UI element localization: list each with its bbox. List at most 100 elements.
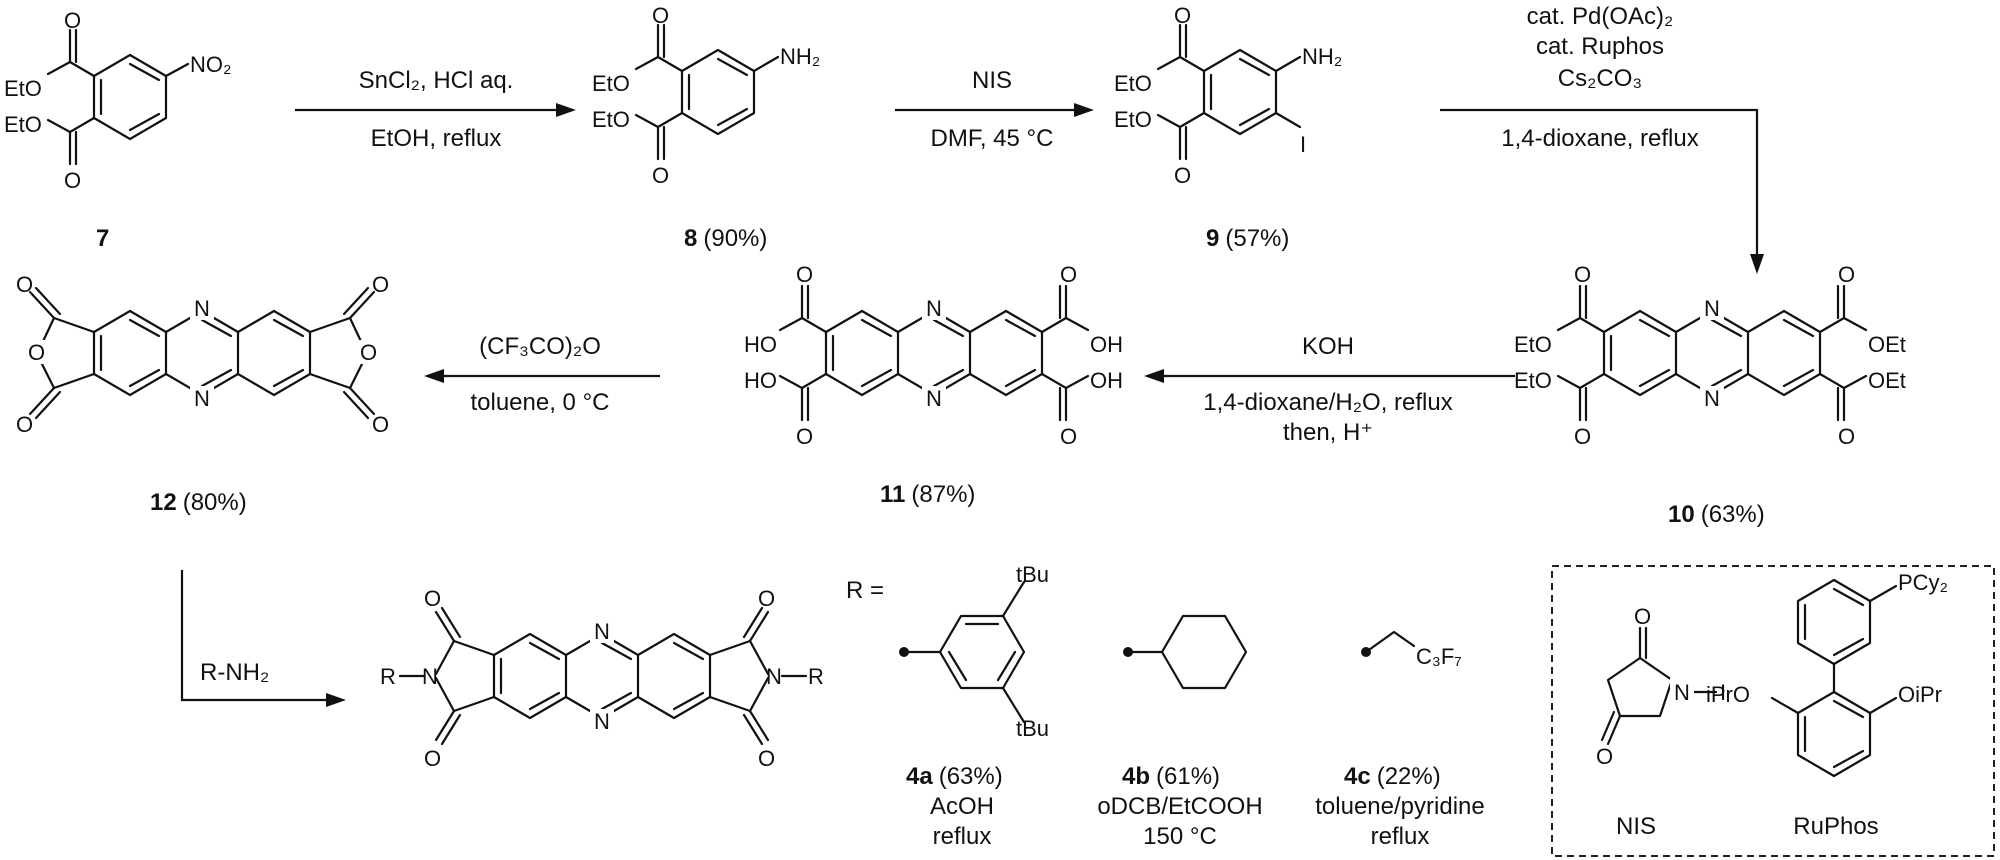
atom-nitrogen: N (194, 386, 210, 411)
compound-yield: (90%) (703, 225, 767, 252)
atom-nh2: NH₂ (780, 44, 820, 69)
atom-o: O (1838, 424, 1855, 449)
step5-conditions: toluene, 0 °C (470, 389, 609, 416)
substituent-4c: C₃F₇ 4c(22%) toluene/pyridine reflux (1315, 630, 1485, 850)
step4-conditions: 1,4-dioxane/H₂O, reflux (1203, 389, 1452, 416)
reagent-ruphos-name: RuPhos (1793, 813, 1878, 840)
atom-nitrogen: N (422, 664, 438, 689)
atom-o: O (64, 168, 81, 193)
atom-oh: OH (1090, 368, 1123, 393)
substituent-4a: tBu tBu 4a(63%) AcOH reflux (899, 562, 1049, 850)
compound-8: O EtO EtO O NH₂ 8(90%) (592, 3, 820, 252)
atom-o: O (1060, 424, 1077, 449)
step6-reagent: R-NH₂ (200, 659, 269, 686)
step2-reagent: NIS (972, 67, 1012, 94)
reaction-arrow-step3: cat. Pd(OAc)₂ cat. Ruphos Cs₂CO₃ 1,4-dio… (1440, 3, 1764, 274)
compound-diimide-product: N N N N R R O O O O (380, 586, 824, 771)
step3-conditions: 1,4-dioxane, reflux (1501, 125, 1698, 152)
atom-nitrogen: N (926, 296, 942, 321)
compound-12: N N O O O O O O 12(80%) (16, 272, 389, 516)
atom-r: R (380, 664, 396, 689)
atom-nitrogen: N (594, 619, 610, 644)
reaction-arrow-step5: (CF₃CO)₂O toluene, 0 °C (424, 333, 660, 416)
atom-nitrogen: N (766, 664, 782, 689)
atom-eto: EtO (4, 76, 42, 101)
step3-catalyst: cat. Pd(OAc)₂ (1527, 3, 1674, 30)
r-group-definition: R = (846, 577, 884, 604)
atom-o: O (372, 272, 389, 297)
atom-nitrogen: N (1704, 296, 1720, 321)
atom-iodine: I (1300, 132, 1306, 157)
product-label-4c: 4c(22%) (1344, 763, 1441, 790)
atom-no2: NO₂ (190, 52, 232, 77)
product-yield: (63%) (939, 763, 1003, 790)
reaction-arrow-step1: SnCl₂, HCl aq. EtOH, reflux (295, 67, 576, 152)
product-label-4b: 4b(61%) (1122, 763, 1220, 790)
atom-eto: EtO (592, 107, 630, 132)
atom-tbu: tBu (1016, 562, 1049, 587)
compound-number: 9 (1206, 225, 1219, 252)
atom-eto: EtO (1514, 368, 1552, 393)
compound-9: O EtO EtO O NH₂ I 9(57%) (1114, 3, 1342, 252)
atom-tbu: tBu (1016, 716, 1049, 741)
atom-ho: HO (744, 368, 777, 393)
compound-number: 11 (880, 481, 905, 508)
atom-eto: EtO (1114, 71, 1152, 96)
compound-7: O EtO EtO O NO₂ 7 (4, 8, 232, 252)
atom-nitrogen: N (926, 386, 942, 411)
atom-eto: EtO (592, 71, 630, 96)
product-4c-temperature: reflux (1371, 823, 1430, 850)
atom-oipr: OiPr (1898, 682, 1942, 707)
atom-o: O (1060, 262, 1077, 287)
compound-yield: (87%) (911, 481, 975, 508)
atom-o: O (16, 412, 33, 437)
step1-reagents: SnCl₂, HCl aq. (359, 67, 514, 94)
substituent-4b: 4b(61%) oDCB/EtCOOH 150 °C (1097, 614, 1263, 850)
compound-yield: (63%) (1701, 501, 1765, 528)
atom-eto: EtO (1114, 107, 1152, 132)
product-4b-temperature: 150 °C (1143, 823, 1217, 850)
product-number: 4c (1344, 763, 1371, 790)
atom-o: O (1174, 3, 1191, 28)
step3-ligand: cat. Ruphos (1536, 33, 1664, 60)
atom-eto: EtO (4, 112, 42, 137)
atom-nh2: NH₂ (1302, 44, 1342, 69)
reagent-nis-name: NIS (1616, 813, 1656, 840)
atom-ipro: iPrO (1706, 682, 1750, 707)
atom-o: O (758, 746, 775, 771)
atom-o: O (1634, 604, 1651, 629)
atom-nitrogen: N (1674, 680, 1690, 705)
atom-oet: OEt (1868, 368, 1906, 393)
product-4c-solvent: toluene/pyridine (1315, 793, 1484, 820)
compound-number: 12 (150, 489, 177, 516)
atom-o: O (424, 586, 441, 611)
atom-nitrogen: N (594, 709, 610, 734)
compound-11: N N O HO HO O O OH OH O 11(87%) (744, 262, 1123, 508)
product-yield: (61%) (1156, 763, 1220, 790)
reagent-structures-box (1551, 565, 1995, 857)
compound-10: N N O EtO EtO O O OEt OEt O 10(63%) (1514, 262, 1906, 528)
atom-o: O (1174, 163, 1191, 188)
reaction-arrow-step2: NIS DMF, 45 °C (895, 67, 1094, 152)
product-number: 4a (906, 763, 933, 790)
atom-o: O (360, 340, 377, 365)
atom-o: O (64, 8, 81, 33)
step4-workup: then, H⁺ (1283, 419, 1373, 446)
atom-eto: EtO (1514, 332, 1552, 357)
atom-o: O (372, 412, 389, 437)
step4-reagent: KOH (1302, 333, 1354, 360)
atom-ho: HO (744, 332, 777, 357)
product-label-4a: 4a(63%) (906, 763, 1003, 790)
atom-o: O (16, 272, 33, 297)
atom-o: O (1574, 424, 1591, 449)
atom-r: R (808, 664, 824, 689)
product-yield: (22%) (1377, 763, 1441, 790)
atom-o: O (796, 262, 813, 287)
reagent-nis: N I O O NIS (1596, 604, 1726, 840)
compound-number: 10 (1668, 501, 1695, 528)
atom-nitrogen: N (1704, 386, 1720, 411)
compound-label-8: 8(90%) (684, 225, 767, 252)
reaction-arrow-step6: R-NH₂ (180, 570, 346, 707)
atom-o: O (758, 586, 775, 611)
